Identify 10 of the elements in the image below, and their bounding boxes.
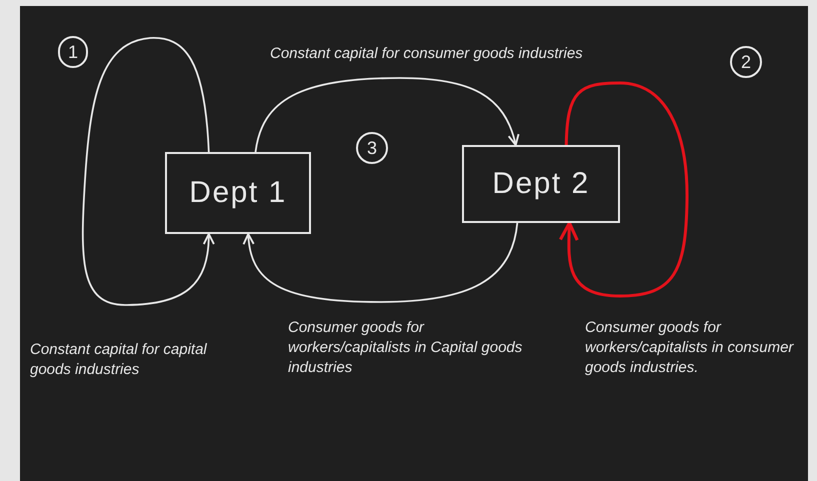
flow-note: Constant capital for consumer goods industries bbox=[270, 44, 584, 64]
loop-arrow bbox=[558, 82, 688, 298]
flow-note: Constant capital for capital goods industries bbox=[30, 340, 208, 380]
flow-note: Consumer goods for workers/capitalists in Capital goods industries bbox=[288, 318, 524, 378]
arrow bbox=[254, 77, 519, 152]
department-box: Dept 1 bbox=[165, 152, 311, 234]
flow-note: Consumer goods for workers/capitalists in consumer goods industries. bbox=[585, 318, 795, 378]
arrow bbox=[82, 37, 214, 306]
department-box: Dept 2 bbox=[462, 145, 620, 223]
arrow bbox=[243, 222, 518, 303]
